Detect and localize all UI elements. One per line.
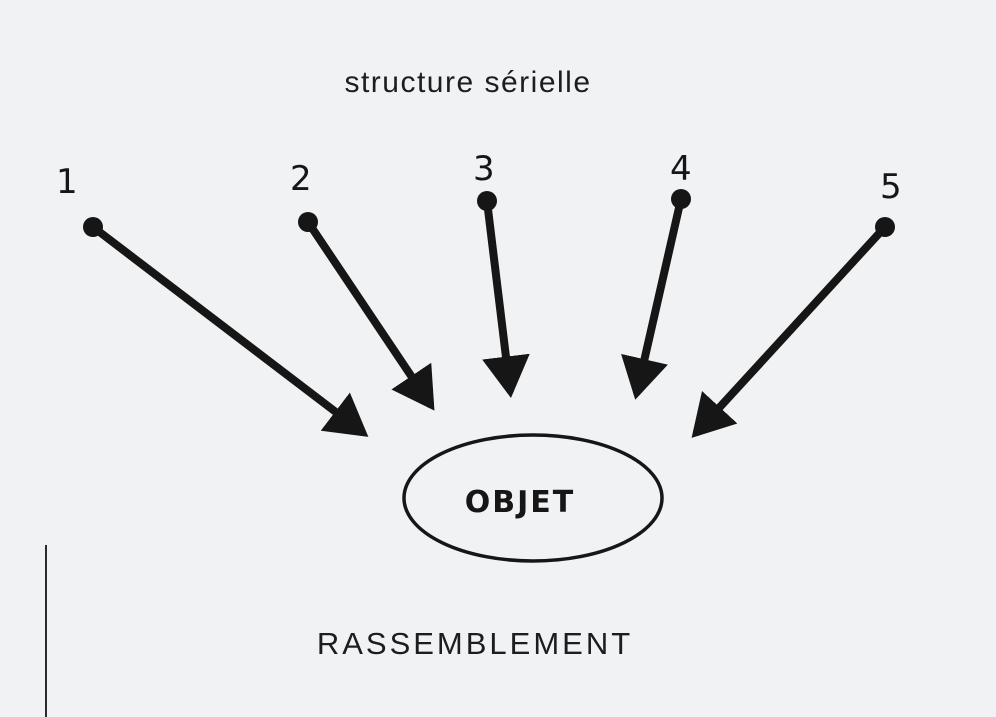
- margin-line: [45, 545, 47, 717]
- source-label-5: 5: [880, 167, 902, 207]
- source-label-3: 3: [473, 149, 495, 189]
- source-dot-1: [83, 217, 103, 237]
- source-dot-5: [875, 217, 895, 237]
- arrow-2: [304, 218, 435, 411]
- source-label-4: 4: [670, 149, 692, 189]
- arrow-1: [89, 223, 369, 437]
- object-ellipse: [402, 433, 664, 563]
- arrow-5: [691, 223, 889, 438]
- source-dot-3: [477, 191, 497, 211]
- diagram-caption: RASSEMBLEMENT: [316, 626, 634, 661]
- object-label: OBJET: [465, 485, 576, 520]
- arrow-3: [482, 197, 530, 398]
- arrow-4: [621, 195, 685, 400]
- source-label-2: 2: [290, 159, 312, 199]
- diagram-title: structure sérielle: [344, 66, 592, 99]
- source-dot-2: [298, 212, 318, 232]
- source-label-1: 1: [56, 162, 78, 202]
- source-dot-4: [671, 189, 691, 209]
